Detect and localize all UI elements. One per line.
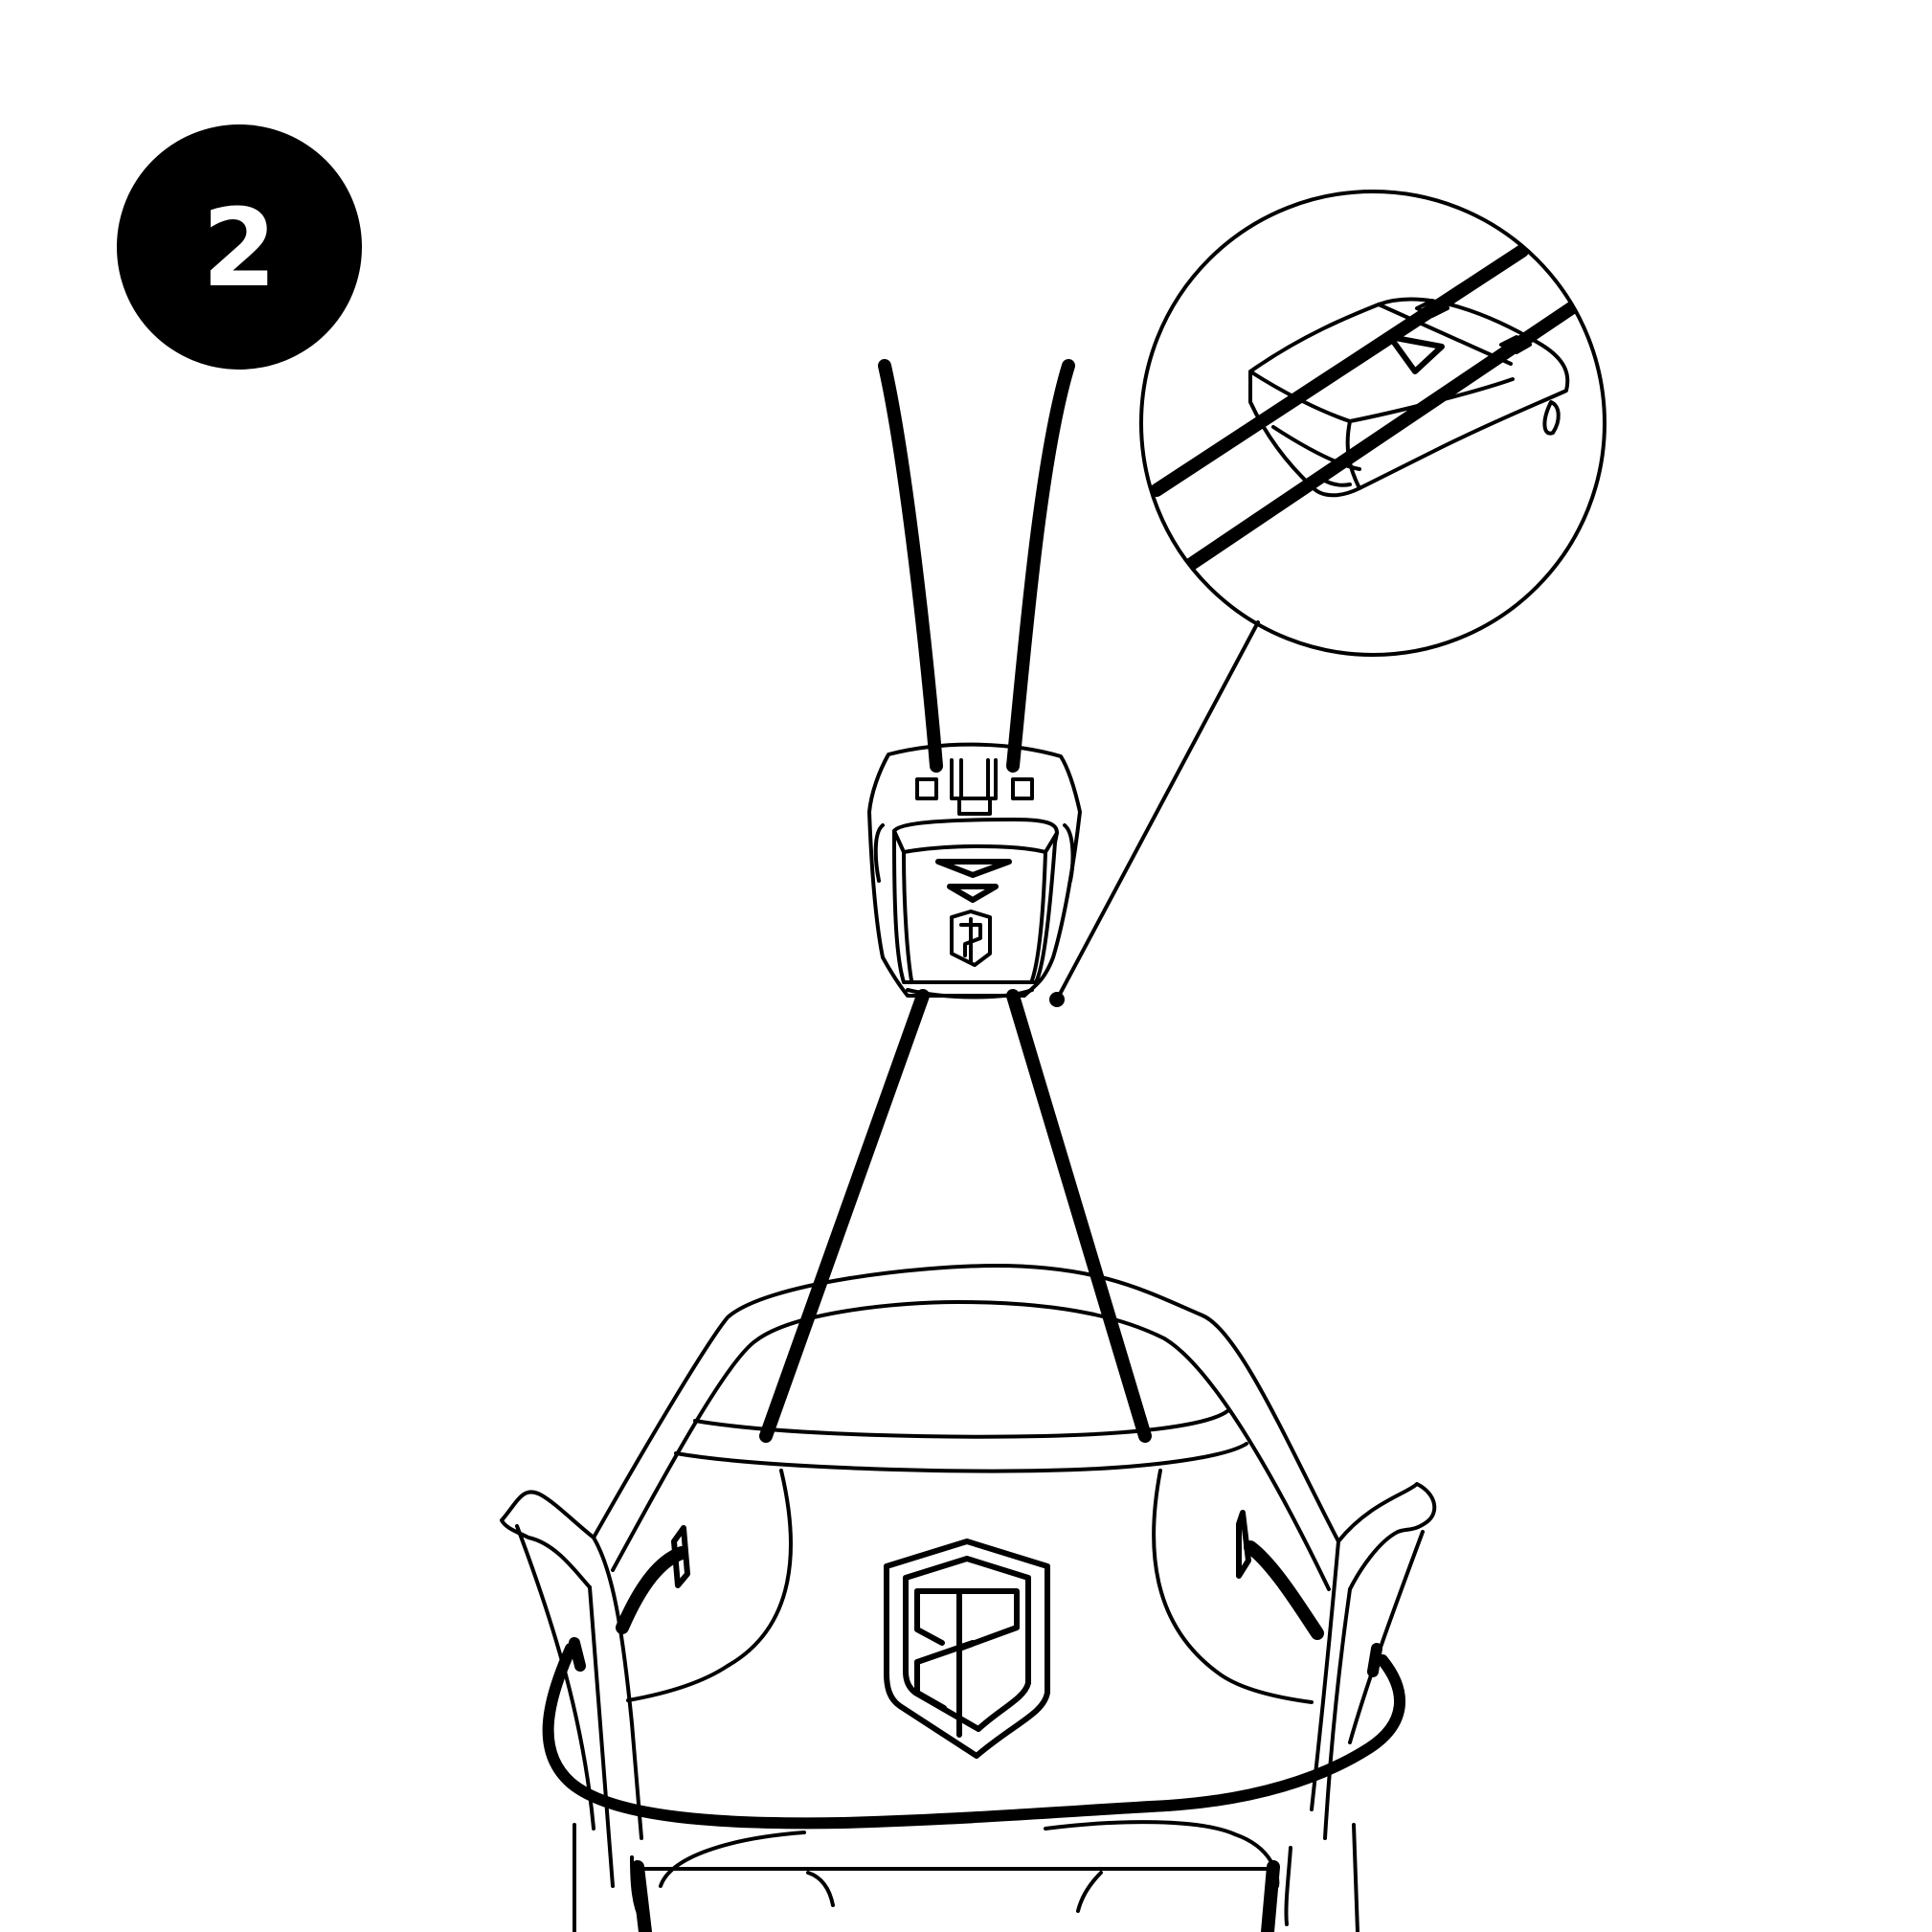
clip-device xyxy=(867,742,1082,1000)
shield-logo xyxy=(884,1539,1050,1759)
device-button-left xyxy=(915,777,938,800)
bag-body xyxy=(592,1469,1340,1840)
lower-straps xyxy=(759,989,1152,1443)
callout-pointer xyxy=(1049,620,1260,1007)
device-logo xyxy=(950,910,992,967)
cord-loop xyxy=(542,1637,1405,1913)
step-badge-circle xyxy=(117,124,362,370)
detail-callout xyxy=(1139,190,1606,657)
bag-top xyxy=(592,1264,1340,1591)
motion-arrows xyxy=(616,1510,1324,1640)
device-body xyxy=(867,742,1082,998)
bag-collar-top xyxy=(693,1409,1229,1439)
upper-straps xyxy=(878,359,1075,773)
bag-bottom xyxy=(573,1823,1359,1932)
bag-inner-rim xyxy=(611,1300,1331,1591)
device-button-right xyxy=(1011,777,1034,800)
device-face xyxy=(892,818,1059,984)
curved-arrow-left xyxy=(616,1546,688,1634)
bag-outer-rim xyxy=(592,1264,1340,1543)
detail-callout-circle xyxy=(1139,190,1606,657)
bag-collar-bottom xyxy=(674,1442,1248,1473)
curved-arrow-right xyxy=(1244,1540,1324,1640)
step-number: 2 xyxy=(202,187,277,311)
step-badge: 2 xyxy=(117,124,362,370)
bag-handles xyxy=(500,1482,1437,1888)
